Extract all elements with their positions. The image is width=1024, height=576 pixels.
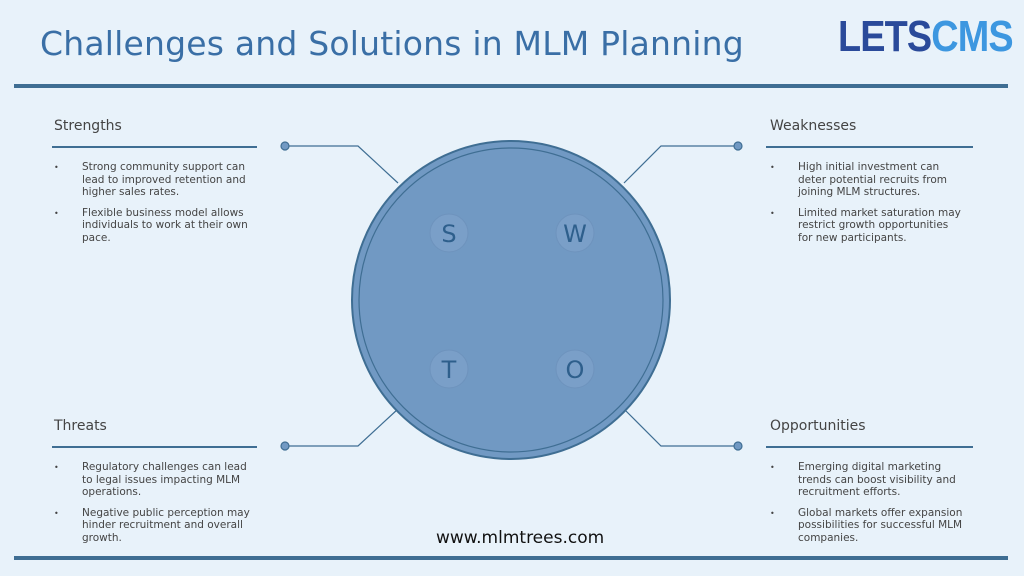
threats-heading: Threats (54, 418, 107, 434)
logo-part-cms: CMS (931, 12, 1013, 61)
opportunities-underline (766, 446, 973, 448)
page-title: Challenges and Solutions in MLM Planning (40, 24, 744, 63)
opportunities-list: Emerging digital marketing trends can bo… (770, 461, 966, 552)
badge-s (429, 213, 469, 253)
weaknesses-heading: Weaknesses (770, 118, 857, 134)
list-item: Emerging digital marketing trends can bo… (770, 461, 966, 499)
connector-dot-strengths (280, 141, 290, 151)
connector-dot-threats (280, 441, 290, 451)
opportunities-heading: Opportunities (770, 418, 866, 434)
list-item: Flexible business model allows individua… (54, 207, 250, 245)
connector-threats (285, 408, 399, 447)
swot-letter-t: T (441, 356, 457, 384)
connector-lines (285, 145, 738, 447)
connector-opportunities (623, 408, 738, 447)
bottom-divider (14, 556, 1008, 560)
strengths-heading: Strengths (54, 118, 122, 134)
website-url[interactable]: www.mlmtrees.com (436, 528, 605, 548)
list-item: Regulatory challenges can lead to legal … (54, 461, 250, 499)
swot-letter-w: W (563, 220, 587, 248)
swot-letter-s: S (441, 220, 456, 248)
list-item: Global markets offer expansion possibili… (770, 507, 966, 545)
top-divider (14, 84, 1008, 88)
threats-underline (52, 446, 257, 448)
strengths-underline (52, 146, 257, 148)
badge-w (555, 213, 595, 253)
list-item: Limited market saturation may restrict g… (770, 207, 966, 245)
list-item: High initial investment can deter potent… (770, 161, 966, 199)
badge-t (429, 349, 469, 389)
threats-list: Regulatory challenges can lead to legal … (54, 461, 250, 552)
weaknesses-list: High initial investment can deter potent… (770, 161, 966, 252)
letscms-logo: LETSCMS (838, 12, 1014, 62)
logo-part-lets: LETS (838, 12, 932, 61)
swot-inner-ring (358, 147, 664, 453)
strengths-list: Strong community support can lead to imp… (54, 161, 250, 252)
connector-dot-weaknesses (733, 141, 743, 151)
weaknesses-underline (766, 146, 973, 148)
connector-dot-opportunities (733, 441, 743, 451)
connector-weaknesses (623, 145, 738, 184)
swot-outer-circle (351, 140, 671, 460)
swot-letter-o: O (566, 356, 585, 384)
badge-o (555, 349, 595, 389)
connector-strengths (285, 145, 399, 184)
list-item: Negative public perception may hinder re… (54, 507, 250, 545)
list-item: Strong community support can lead to imp… (54, 161, 250, 199)
